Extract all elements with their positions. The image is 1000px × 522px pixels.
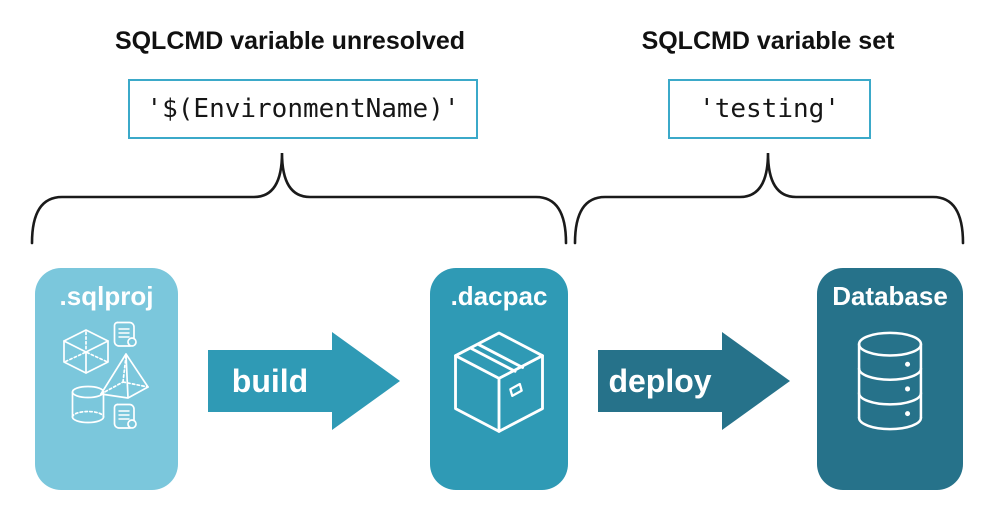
deploy-arrow: deploy [598, 332, 790, 430]
pyramid-icon [100, 353, 149, 399]
codebox-unresolved: '$(EnvironmentName)' [128, 79, 478, 139]
heading-set: SQLCMD variable set [641, 27, 895, 55]
dacpac-label: .dacpac [450, 281, 548, 311]
script-scroll-icon [113, 403, 137, 429]
database-cylinder-icon [857, 331, 923, 431]
dacpac-card: .dacpac [430, 268, 568, 490]
cylinder-icon [71, 385, 105, 424]
codebox-set: 'testing' [668, 79, 871, 139]
code-environment-variable: '$(EnvironmentName)' [146, 94, 460, 124]
cube-icon [63, 329, 109, 374]
database-card: Database [817, 268, 963, 490]
database-dots [905, 361, 911, 417]
package-box-icon [454, 331, 544, 433]
sqlproj-card: .sqlproj [35, 268, 178, 490]
sqlproj-label: .sqlproj [59, 281, 154, 311]
right-brace-icon [573, 152, 965, 245]
sql-objects-icons [63, 321, 149, 429]
deploy-arrow-shape [598, 332, 790, 430]
left-brace-icon [30, 152, 568, 245]
build-arrow: build [208, 332, 400, 430]
database-label: Database [832, 281, 948, 311]
deploy-arrow-label: deploy [608, 362, 712, 399]
script-scroll-icon [113, 321, 137, 347]
code-testing-value: 'testing' [699, 94, 840, 124]
build-arrow-shape [208, 332, 400, 430]
build-arrow-label: build [231, 362, 309, 399]
heading-unresolved: SQLCMD variable unresolved [114, 27, 466, 55]
